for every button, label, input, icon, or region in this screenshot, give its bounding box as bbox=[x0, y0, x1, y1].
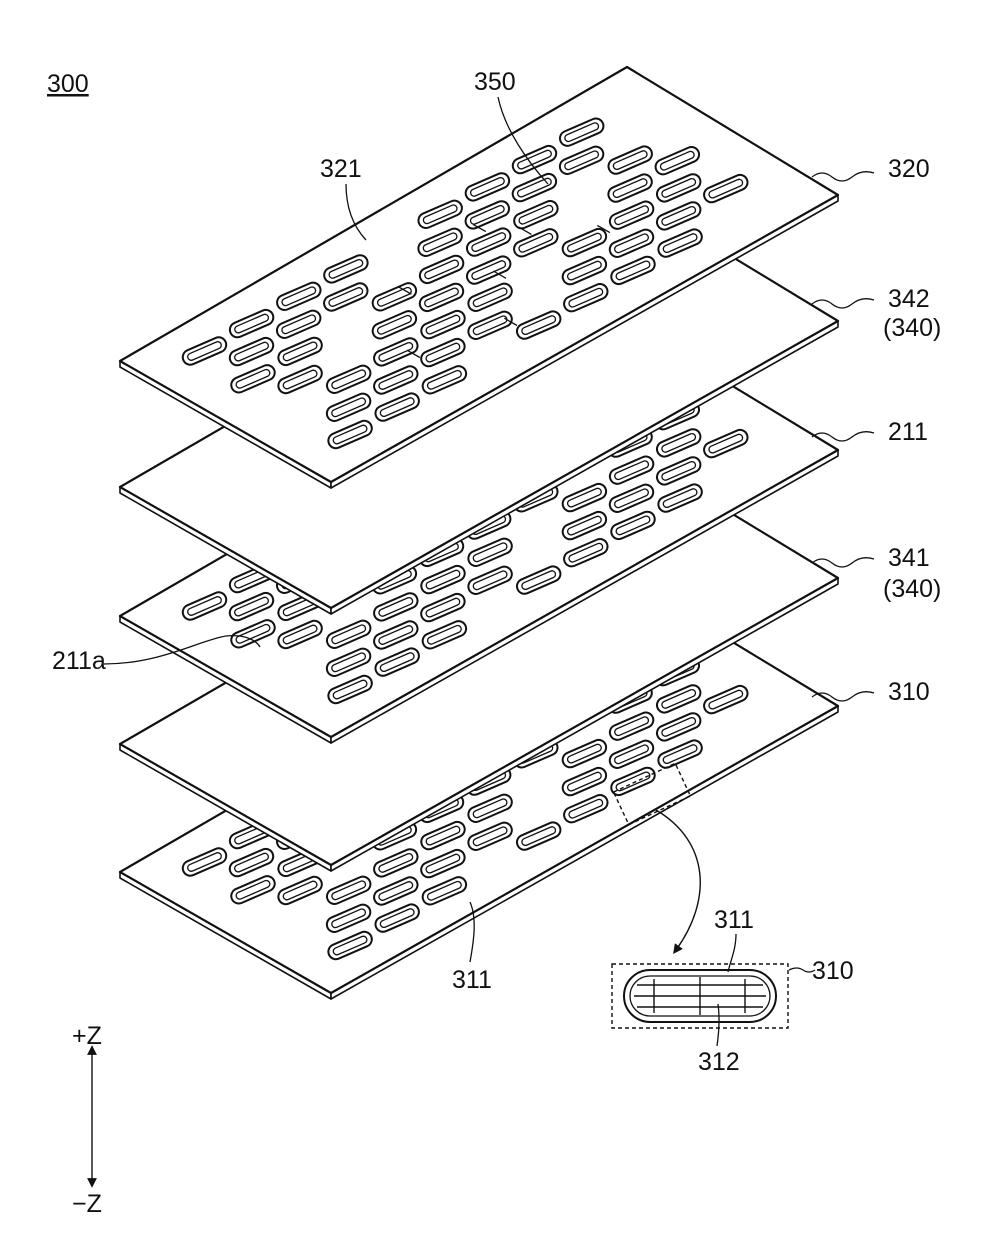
detail-leader-311 bbox=[728, 934, 736, 972]
label-211a: 211a bbox=[52, 647, 106, 675]
label-321: 321 bbox=[320, 155, 362, 183]
z-axis: +Z −Z bbox=[72, 1022, 102, 1218]
detail-label-311: 311 bbox=[714, 906, 754, 934]
label-342-group: (340) bbox=[883, 314, 941, 342]
z-axis-plus-label: +Z bbox=[72, 1022, 102, 1050]
label-350: 350 bbox=[474, 68, 516, 96]
leader-320 bbox=[812, 172, 874, 181]
figure-number: 300 bbox=[47, 70, 89, 98]
label-342: 342 bbox=[888, 285, 930, 313]
z-axis-minus-label: −Z bbox=[72, 1190, 102, 1218]
label-341: 341 bbox=[888, 544, 930, 572]
detail-arrow bbox=[656, 810, 700, 950]
label-320: 320 bbox=[888, 155, 930, 183]
label-311: 311 bbox=[452, 966, 492, 994]
label-310: 310 bbox=[888, 678, 930, 706]
detail-enlarged-view: 311 310 312 bbox=[612, 906, 854, 1076]
label-341-group: (340) bbox=[883, 575, 941, 603]
leader-342 bbox=[812, 299, 874, 308]
detail-label-310: 310 bbox=[812, 957, 854, 985]
detail-label-312: 312 bbox=[698, 1048, 740, 1076]
leader-341 bbox=[812, 558, 874, 567]
label-211: 211 bbox=[888, 418, 928, 446]
